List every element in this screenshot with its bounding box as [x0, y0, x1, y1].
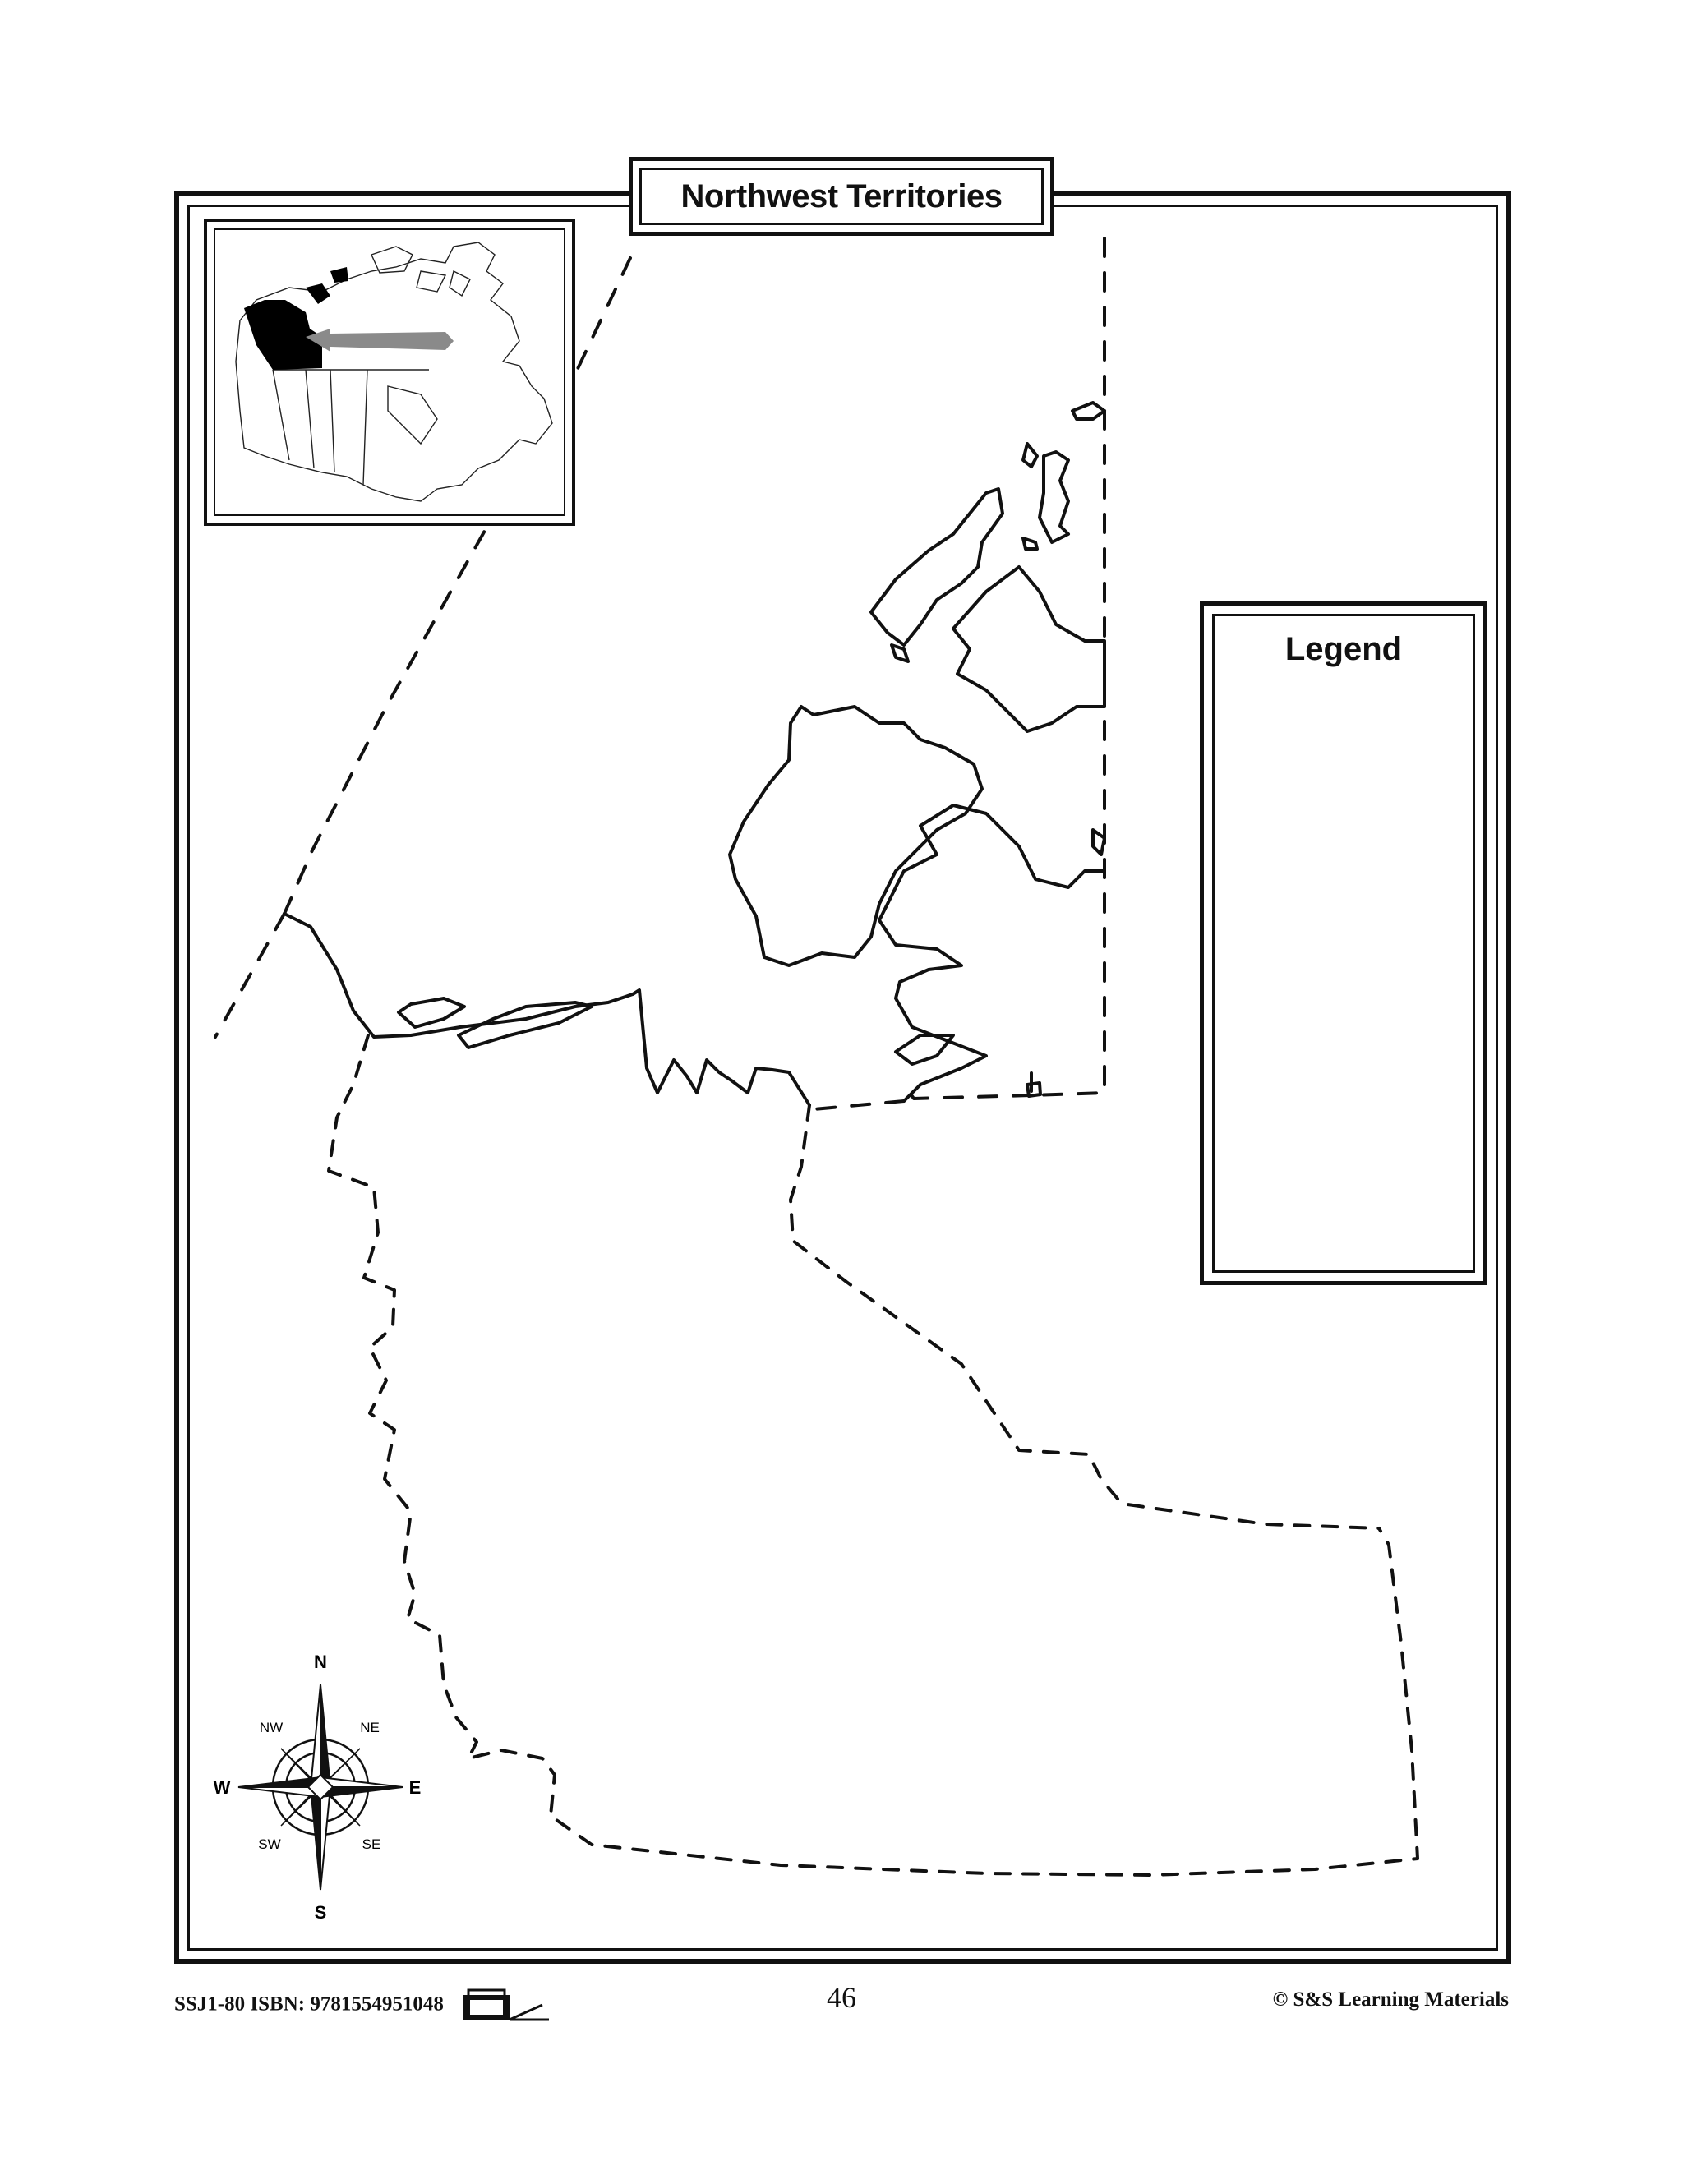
southeast-dashed-boundary [789, 1104, 1381, 1530]
compass-nw-label: NW [260, 1720, 283, 1735]
worksheet-icon [463, 1988, 550, 2021]
map-title: Northwest Territories [680, 177, 1003, 214]
inset-frame [214, 228, 565, 516]
arctic-island-small-5 [1021, 537, 1039, 551]
hudson-bay [387, 385, 438, 445]
arctic-islands-inset [371, 246, 471, 297]
coastal-island-2 [457, 1001, 593, 1049]
yukon-dashed-boundary [327, 1034, 1419, 1877]
compass-diagonal-points [280, 1748, 361, 1827]
inset-locator-map [204, 219, 575, 526]
footer-copyright: © S&S Learning Materials [1272, 1988, 1509, 2011]
melville-island [952, 565, 1106, 733]
compass-w-label: W [214, 1777, 231, 1798]
legend-frame: Legend [1212, 614, 1475, 1273]
coastal-island-1 [397, 997, 466, 1029]
footer-code: SSJ1-80 ISBN: 9781554951048 [174, 1988, 552, 2023]
nwt-highlight [244, 300, 322, 370]
compass-e-label: E [409, 1777, 422, 1798]
page-number: 46 [827, 1981, 856, 2014]
coastal-island-4 [1091, 828, 1106, 856]
arctic-island-small-2 [1021, 442, 1039, 468]
compass-se-label: SE [362, 1836, 381, 1852]
legend-title: Legend [1284, 631, 1403, 667]
province-lines [272, 369, 429, 486]
canada-outline [235, 242, 553, 502]
coastal-island-5 [1026, 1081, 1042, 1098]
nwt-islands-highlight [306, 267, 348, 304]
arctic-island-small-1 [1038, 450, 1070, 544]
coastal-island-3 [894, 1034, 955, 1066]
inset-canada-map [235, 242, 553, 502]
banks-island [869, 487, 1004, 647]
map-title-box: Northwest Territories [629, 157, 1054, 236]
northwest-dashed-boundary [283, 256, 632, 915]
compass-sw-label: SW [258, 1836, 280, 1852]
arctic-island-small-3 [1071, 401, 1106, 421]
victoria-island [728, 705, 984, 967]
compass-main-points [237, 1684, 403, 1891]
compass-s-label: S [315, 1902, 327, 1923]
footer-code-text: SSJ1-80 ISBN: 9781554951048 [174, 1993, 444, 2016]
compass-n-label: N [314, 1652, 327, 1672]
yukon-coast-dashed [214, 912, 286, 1039]
compass-center [307, 1773, 334, 1801]
legend-box[interactable]: Legend [1200, 601, 1487, 1285]
arctic-coastline [283, 912, 811, 1107]
arctic-island-small-4 [890, 643, 910, 663]
inset-arrow [306, 329, 454, 352]
compass-ne-label: NE [360, 1720, 380, 1735]
map-title-frame: Northwest Territories [639, 168, 1044, 225]
